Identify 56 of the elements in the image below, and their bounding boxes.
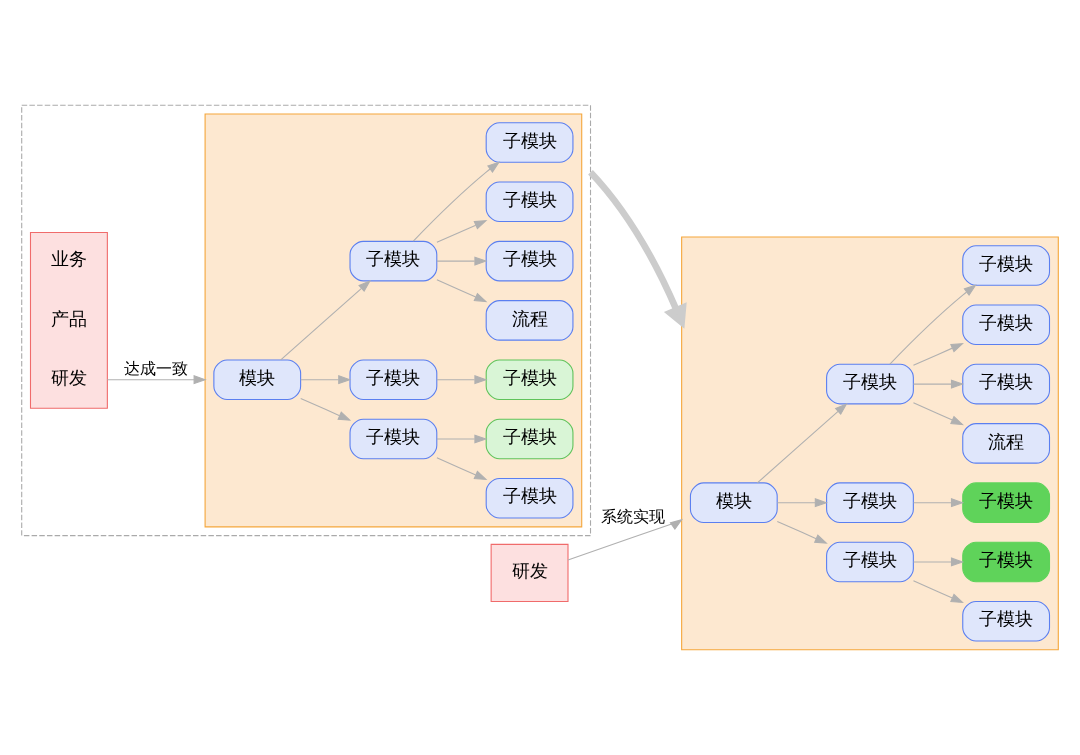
node-text: 产品 <box>50 308 87 329</box>
arrow <box>280 279 372 361</box>
arrow <box>588 169 687 329</box>
arrow <box>912 498 965 508</box>
arrow <box>567 518 683 561</box>
arrow <box>436 219 488 243</box>
node-box: 子模块 <box>962 245 1051 286</box>
node-box: 子模块 <box>826 541 914 583</box>
node-box: 子模块 <box>485 418 574 460</box>
arrow <box>889 284 977 365</box>
node-box: 模块 <box>689 482 778 523</box>
node-box: 模块 <box>213 359 302 400</box>
arrow <box>756 402 848 484</box>
arrow <box>412 161 501 242</box>
arrow <box>436 434 488 444</box>
node-box: 子模块 <box>349 240 438 282</box>
node-text: 研发 <box>511 561 548 582</box>
arrow <box>912 402 964 426</box>
node-box: 流程 <box>962 423 1051 464</box>
node-box: 子模块 <box>485 181 574 223</box>
node-box: 子模块 <box>826 363 914 405</box>
node-box: 子模块 <box>962 304 1051 346</box>
arrow <box>436 279 488 303</box>
cluster <box>490 543 569 603</box>
arrow <box>912 379 965 389</box>
arrow <box>300 375 352 385</box>
node-box: 子模块 <box>962 482 1051 523</box>
node-box: 子模块 <box>485 359 574 400</box>
node-box: 子模块 <box>349 359 438 400</box>
cluster <box>681 236 1059 651</box>
edge-label: 达成一致 <box>124 359 189 379</box>
node-box: 子模块 <box>826 482 914 523</box>
arrow <box>436 256 488 266</box>
node-text: 业务 <box>50 249 87 270</box>
arrow <box>436 375 488 385</box>
arrow <box>436 457 488 481</box>
node-box: 子模块 <box>962 600 1051 642</box>
cluster <box>21 104 592 537</box>
arrow <box>300 397 352 421</box>
node-text: 研发 <box>50 367 87 388</box>
arrow <box>776 498 828 508</box>
arrow <box>106 375 207 385</box>
arrow <box>912 557 965 567</box>
cluster <box>204 113 583 528</box>
arrow <box>912 580 964 604</box>
node-box: 流程 <box>485 300 574 341</box>
cluster <box>29 232 108 409</box>
edge-label: 系统实现 <box>600 507 665 527</box>
arrow <box>776 520 828 544</box>
node-box: 子模块 <box>962 541 1051 583</box>
arrow <box>912 342 964 366</box>
node-box: 子模块 <box>962 363 1051 405</box>
node-box: 子模块 <box>349 418 438 460</box>
node-box: 子模块 <box>485 122 574 163</box>
node-box: 子模块 <box>485 477 574 519</box>
node-box: 子模块 <box>485 240 574 282</box>
